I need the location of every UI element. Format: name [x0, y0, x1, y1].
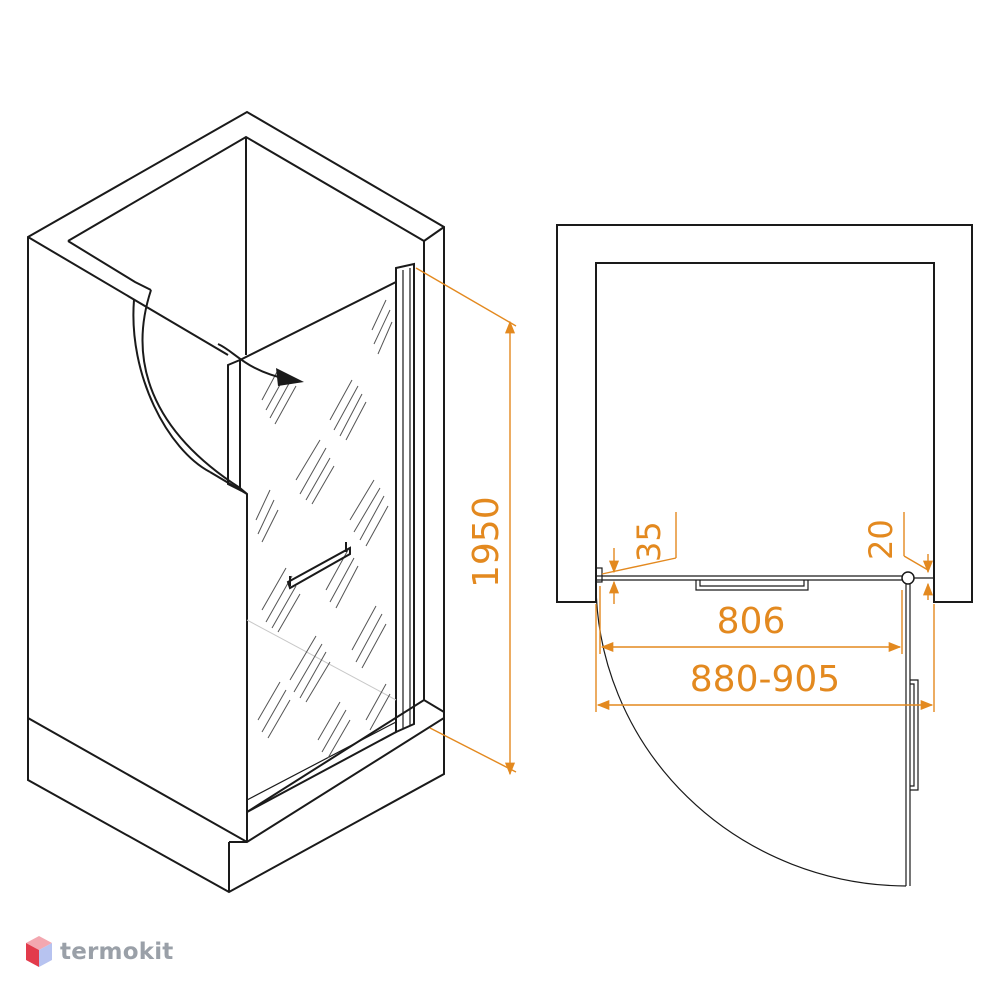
- watermark-logo: termokit: [24, 934, 173, 970]
- glass-door-panel: [217, 280, 397, 813]
- enclosure-walls: [27, 110, 445, 844]
- hinge-icon: [901, 571, 915, 585]
- height-dimension: 1950: [415, 267, 517, 776]
- door-handle: [286, 542, 351, 590]
- dimension-806: 806: [599, 586, 903, 654]
- dimension-door-width-label: 806: [717, 601, 786, 642]
- cube-logo-icon: [26, 936, 52, 967]
- glass-hatching: [255, 299, 393, 759]
- plan-door-open: [595, 583, 919, 887]
- watermark-text: termokit: [60, 939, 174, 965]
- isometric-view: 1950: [27, 110, 517, 894]
- dimension-hinge-offset-label: 20: [862, 519, 900, 560]
- dimension-20: 20: [862, 512, 934, 600]
- dimension-panel-offset-label: 35: [630, 521, 668, 562]
- base-step: [27, 698, 445, 894]
- dimension-880-905: 880-905: [595, 604, 935, 712]
- plan-view: 35 20 806 880-905: [556, 224, 973, 887]
- dimension-height-label: 1950: [466, 496, 507, 588]
- dimension-opening-label: 880-905: [690, 659, 840, 700]
- plan-walls: [556, 224, 973, 603]
- arrow-head-icon: [276, 368, 304, 386]
- dimension-35: 35: [601, 512, 677, 604]
- plan-door-closed: [595, 567, 934, 591]
